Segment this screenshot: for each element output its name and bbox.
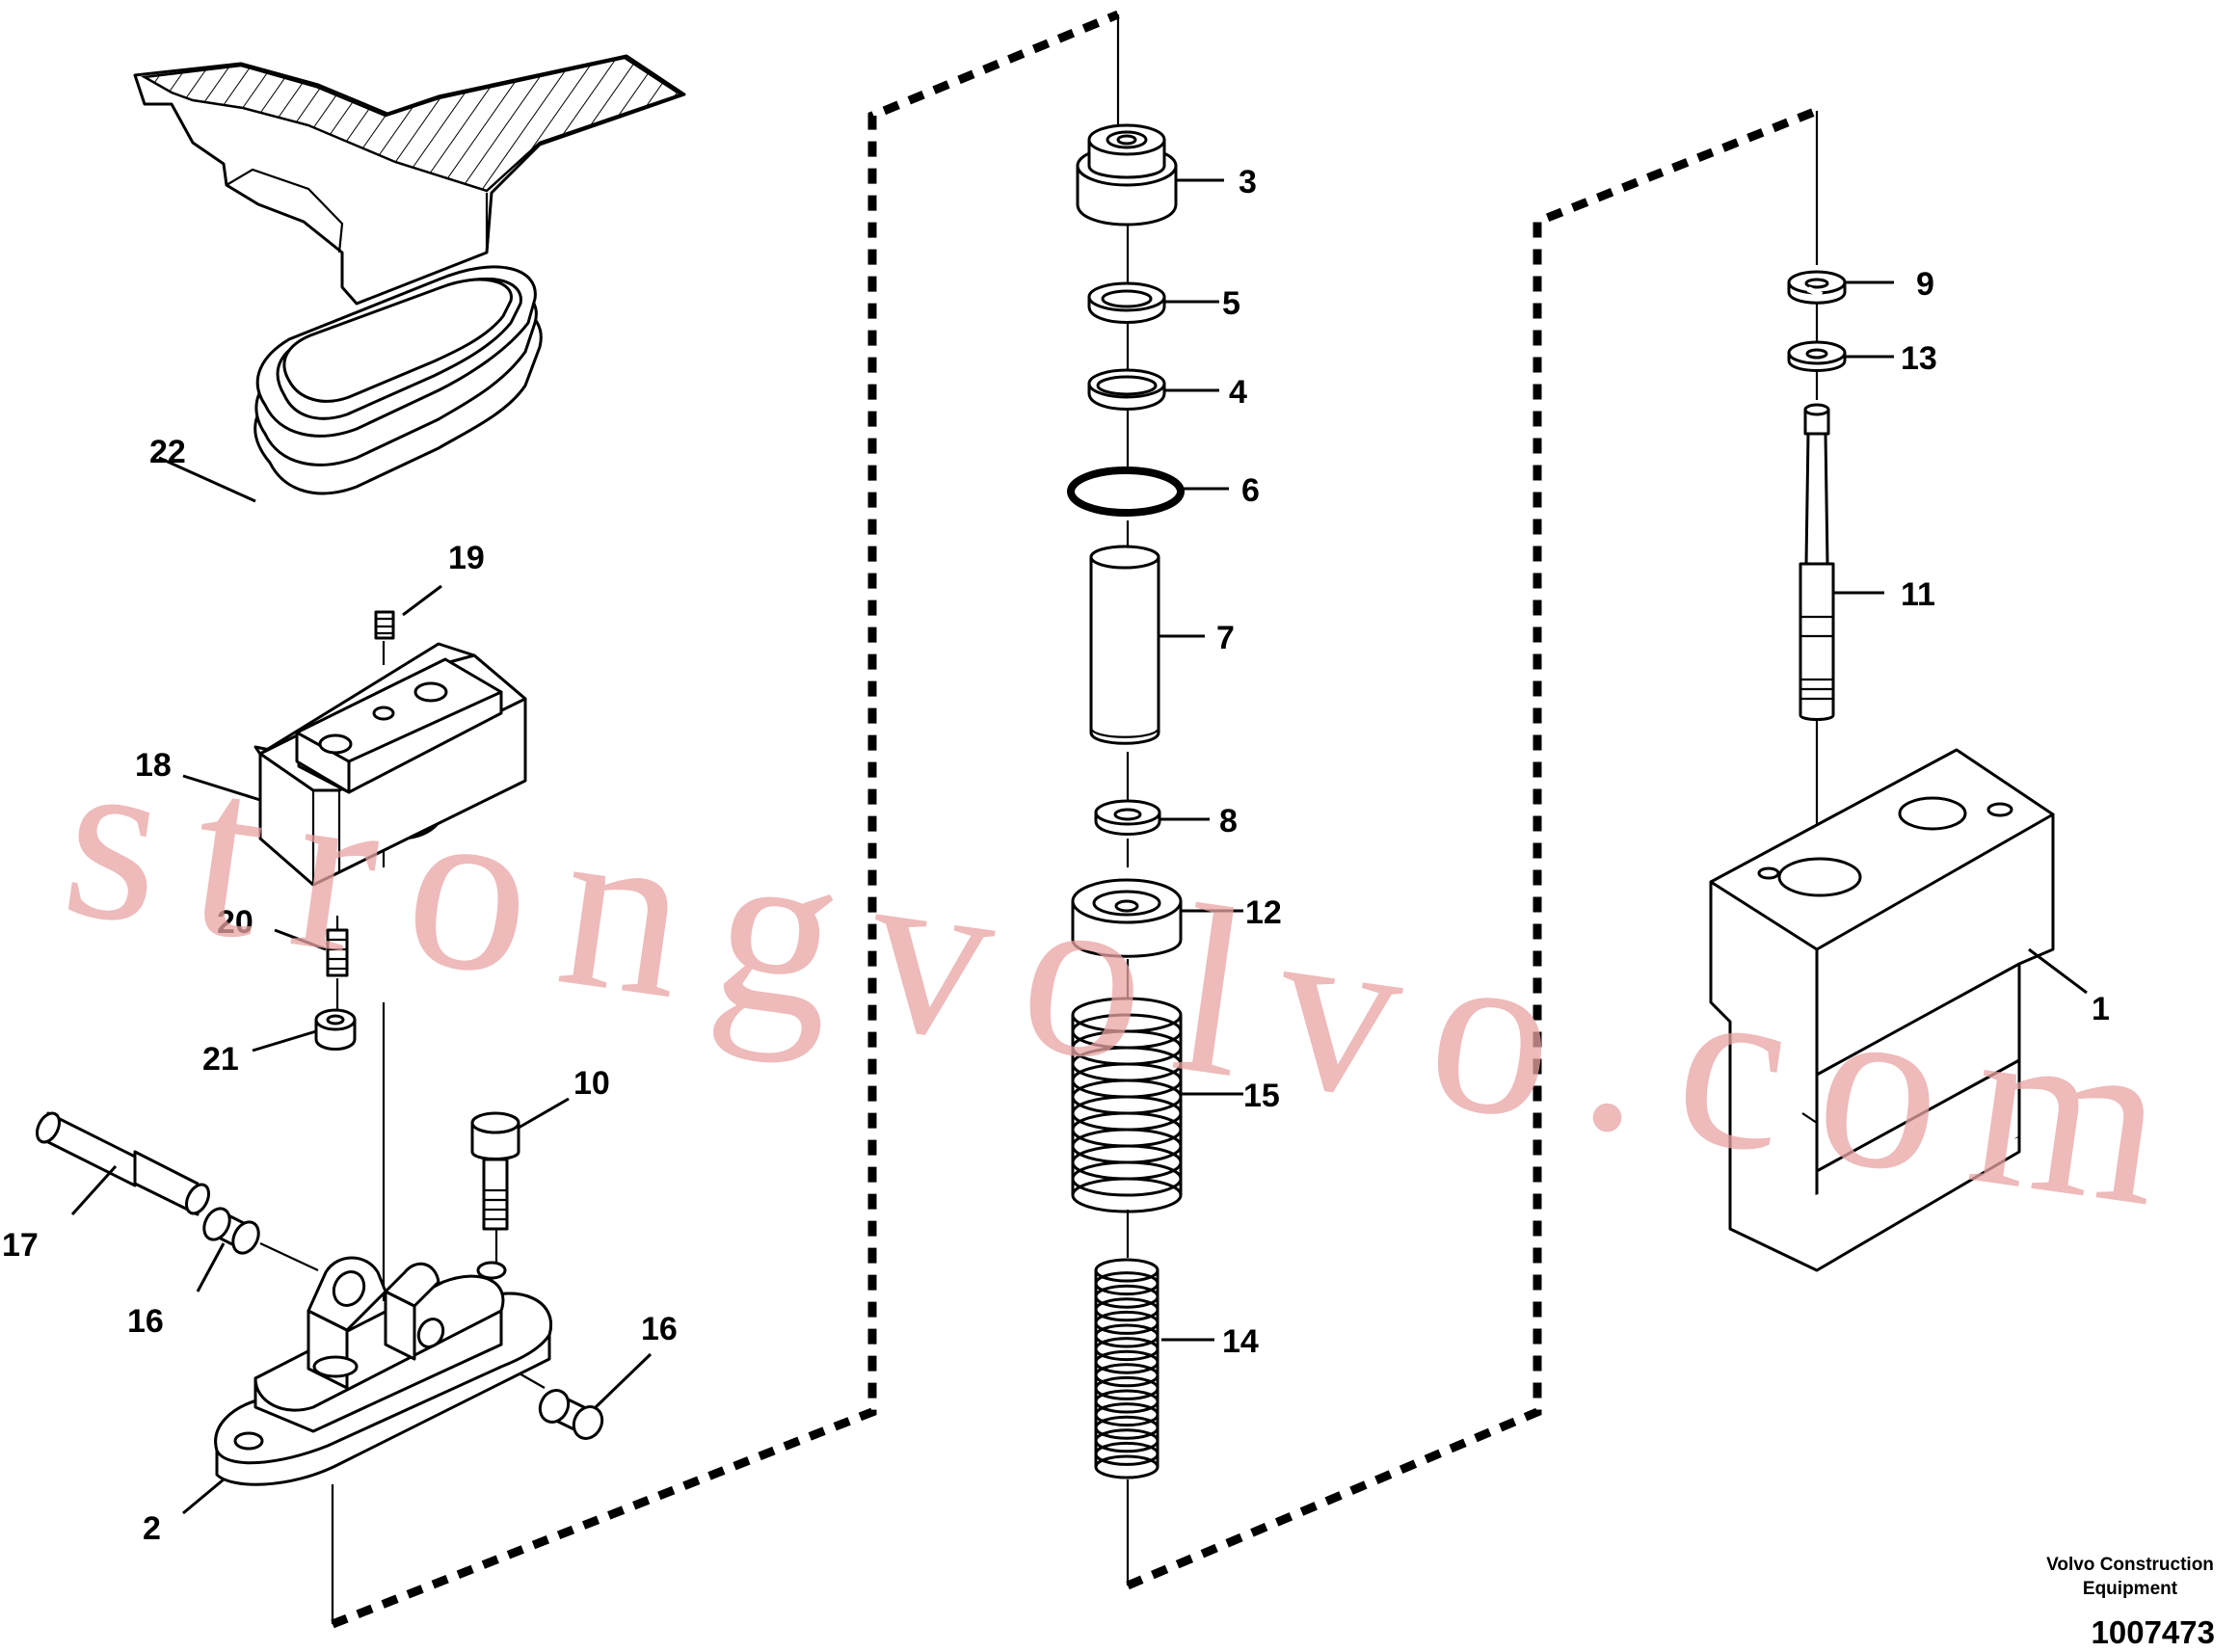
spring-coil: [1094, 1337, 1159, 1362]
plunger-11: [1799, 403, 1835, 721]
callout-7: 7: [1216, 620, 1235, 656]
spring-coil: [1094, 1349, 1159, 1374]
pedal: [133, 54, 686, 306]
valve-body-1: [1709, 748, 2055, 1272]
spring-coil: [1094, 1389, 1159, 1414]
callout-16-right: 16: [641, 1311, 678, 1347]
callout-1: 1: [2092, 991, 2110, 1027]
spring-coil: [1094, 1454, 1159, 1479]
callout-10: 10: [573, 1065, 610, 1102]
company-name-line2: Equipment: [2083, 1579, 2178, 1599]
spring-coil: [1094, 1323, 1159, 1348]
set-screw-20: [326, 928, 349, 977]
callout-6: 6: [1241, 472, 1260, 509]
nut-21: [314, 1008, 357, 1051]
pin-17: [36, 1111, 210, 1216]
spring-coil: [1094, 1310, 1159, 1335]
lever-block: [253, 642, 527, 887]
cap-3: [1076, 123, 1178, 226]
spring-outline: [1071, 1015, 1183, 1195]
o-ring-6: [1067, 466, 1185, 517]
circlip-9: [1787, 270, 1847, 305]
drawing-number: 1007473: [2092, 1614, 2215, 1650]
spring-15: [1071, 997, 1183, 1213]
company-name-line1: Volvo Construction: [2046, 1555, 2214, 1575]
sleeve-7: [1089, 545, 1160, 745]
callout-17: 17: [2, 1227, 39, 1264]
callout-20: 20: [217, 904, 253, 941]
section-outlines: [331, 10, 1819, 1629]
washer-5: [1087, 281, 1166, 324]
spring-coil: [1094, 1363, 1159, 1388]
callout-19: 19: [448, 540, 485, 576]
bushing-16-right: [538, 1389, 604, 1440]
callout-14: 14: [1222, 1323, 1259, 1360]
spring-coil: [1094, 1284, 1159, 1309]
callout-4: 4: [1229, 374, 1247, 411]
base-plate: [214, 1256, 552, 1486]
spring-coil: [1094, 1428, 1159, 1453]
bolt-10: [470, 1111, 520, 1231]
title-block: Volvo Construction Equipment 1007473: [2046, 1555, 2215, 1650]
callout-16-left: 16: [127, 1303, 164, 1340]
spring-coil: [1094, 1415, 1159, 1440]
callout-11: 11: [1901, 576, 1935, 613]
callout-2: 2: [143, 1510, 161, 1547]
spring-coil: [1094, 1375, 1159, 1400]
callout-21: 21: [202, 1041, 239, 1078]
spring-seat-12: [1071, 878, 1183, 958]
spring-14: [1094, 1258, 1159, 1479]
callout-18: 18: [135, 747, 172, 784]
spring-coil: [1094, 1402, 1159, 1427]
washer-8: [1094, 799, 1161, 836]
washer-13: [1787, 340, 1847, 372]
bushing-16-left: [202, 1207, 260, 1255]
callout-labels: 1 2 3 4 5 6 7 8 9 10 11 12 13 14 15 16 1…: [2, 164, 2110, 1547]
rubber-boot: [253, 265, 543, 495]
spring-coil: [1094, 1297, 1159, 1322]
callout-9: 9: [1916, 266, 1934, 303]
spring-coil: [1094, 1258, 1159, 1283]
spring-coil: [1094, 1441, 1159, 1466]
set-screw-19: [374, 610, 395, 640]
callout-12: 12: [1245, 894, 1282, 931]
callout-13: 13: [1901, 340, 1937, 377]
leader-lines: [70, 178, 2088, 1515]
callout-15: 15: [1243, 1078, 1280, 1114]
callout-5: 5: [1222, 285, 1240, 322]
ring-4: [1087, 368, 1166, 411]
callout-3: 3: [1239, 164, 1257, 200]
callout-8: 8: [1219, 803, 1238, 839]
spring-outline: [1094, 1270, 1159, 1467]
callout-22: 22: [149, 434, 186, 470]
